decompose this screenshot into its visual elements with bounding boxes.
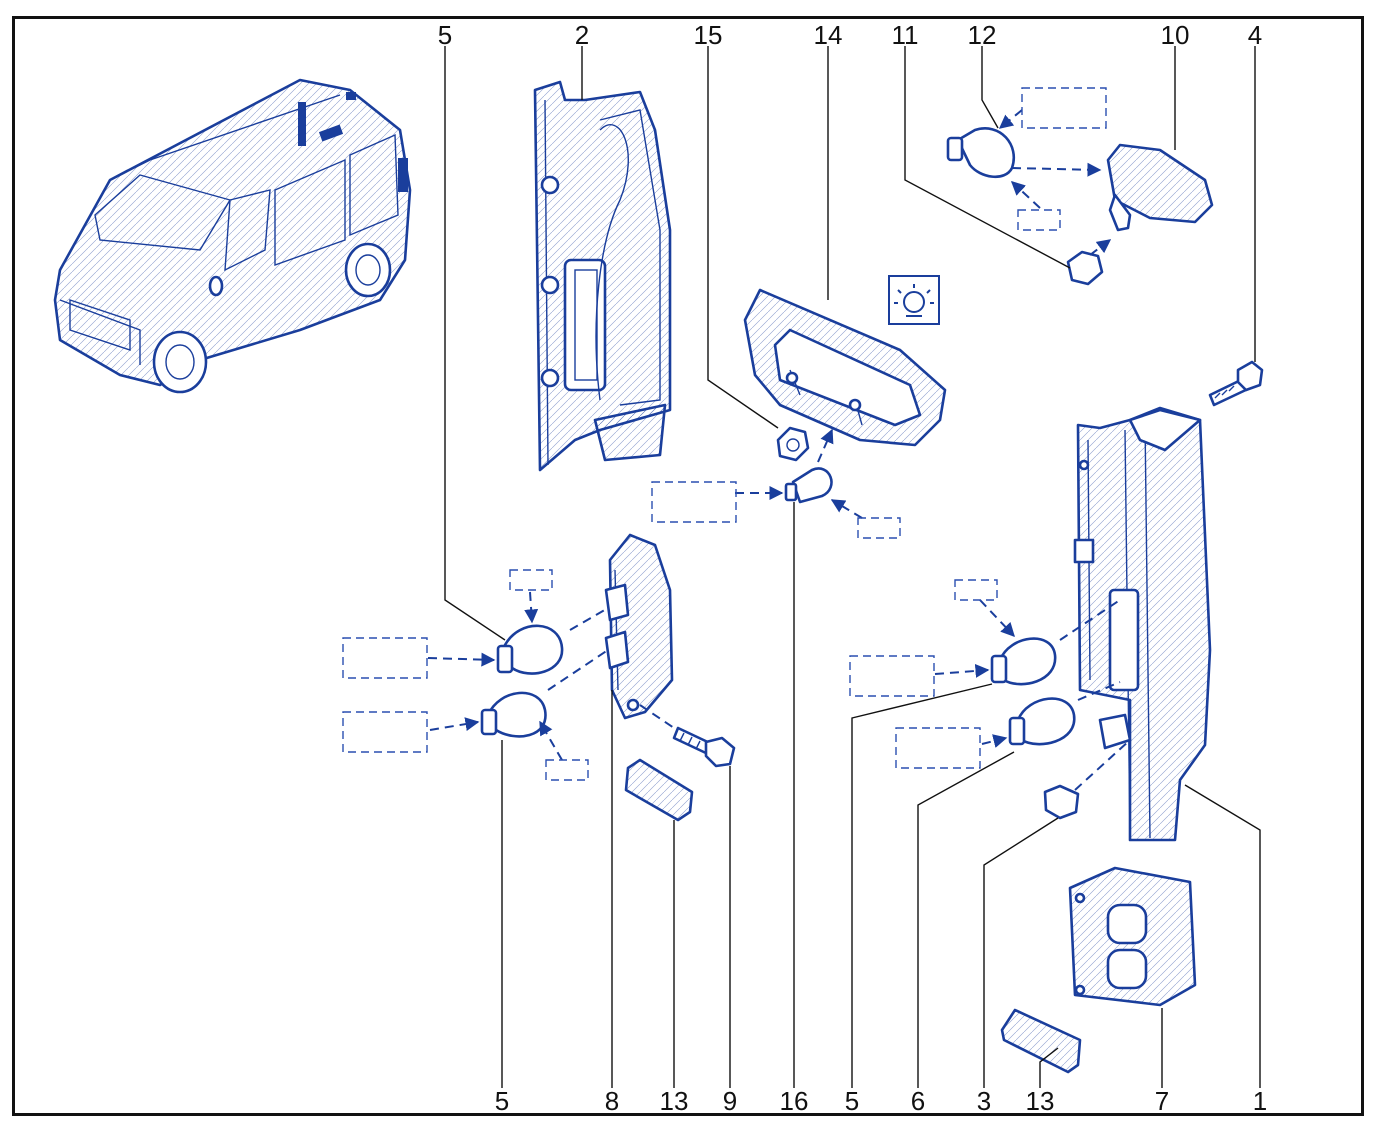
callout-top-8: 4: [1248, 20, 1262, 50]
callout-bottom-8: 3: [977, 1086, 991, 1116]
bulb-6-right: [981, 681, 1121, 748]
callout-bottom-5: 16: [780, 1086, 809, 1116]
ref-box-12a: [1021, 87, 1107, 129]
clip-13-left: [624, 758, 694, 822]
ref-box-5c: [342, 711, 428, 753]
callout-top-6: 12: [968, 20, 997, 50]
right-tail-lamp: [1073, 406, 1212, 842]
bulb-16: [735, 428, 863, 519]
callout-bottom-10: 7: [1155, 1086, 1169, 1116]
lamp-symbol-icon: [888, 275, 940, 325]
callout-bottom-9: 13: [1026, 1086, 1055, 1116]
leader-lines: [444, 46, 1261, 1088]
ref-box-5a: [342, 637, 428, 679]
callout-bottom-1: 5: [495, 1086, 509, 1116]
ref-box-16b: [857, 517, 901, 539]
ref-box-5f: [954, 579, 998, 601]
callout-bottom-11: 1: [1253, 1086, 1267, 1116]
bulb-12: [946, 109, 1102, 209]
screw-9: [639, 704, 736, 768]
callout-bottom-4: 9: [723, 1086, 737, 1116]
lamp-clip-15: [776, 426, 810, 462]
callout-bottom-6: 5: [845, 1086, 859, 1116]
ref-box-12b: [1017, 209, 1061, 231]
bulb-5-left-lower: [429, 649, 609, 761]
lamp-unit-8: [604, 533, 674, 720]
screw-4: [1208, 360, 1264, 407]
side-repeater-lamp: [1106, 143, 1214, 232]
ref-box-16a: [651, 481, 737, 523]
van-illustration: [53, 78, 412, 394]
callout-bottom-7: 6: [911, 1086, 925, 1116]
left-tail-lamp-housing: [533, 80, 672, 472]
callout-top-1: 5: [438, 20, 452, 50]
ref-box-5e: [849, 655, 935, 697]
bulb-5-right: [934, 599, 1121, 686]
ref-box-6: [895, 727, 981, 769]
ref-box-5d: [545, 759, 589, 781]
callout-bottom-3: 13: [660, 1086, 689, 1116]
lamp-unit-7: [1068, 866, 1197, 1007]
callout-top-2: 2: [575, 20, 589, 50]
ref-box-5b: [509, 569, 553, 591]
callout-bottom-2: 8: [605, 1086, 619, 1116]
callouts-bottom: 5 8 13 9 16 5 6 3 13 7 1: [495, 1086, 1267, 1116]
number-plate-lamp: [743, 288, 947, 447]
callout-top-7: 10: [1161, 20, 1190, 50]
callout-top-4: 14: [814, 20, 843, 50]
clip-3: [1043, 739, 1131, 820]
bulb-holder-11: [1066, 239, 1112, 286]
clip-13-right: [1000, 1008, 1082, 1074]
callouts-top: 5 2 15 14 11 12 10 4: [438, 20, 1262, 50]
bulb-5-left-upper: [427, 591, 609, 675]
callout-top-5: 11: [892, 20, 919, 50]
callout-top-3: 15: [694, 20, 723, 50]
